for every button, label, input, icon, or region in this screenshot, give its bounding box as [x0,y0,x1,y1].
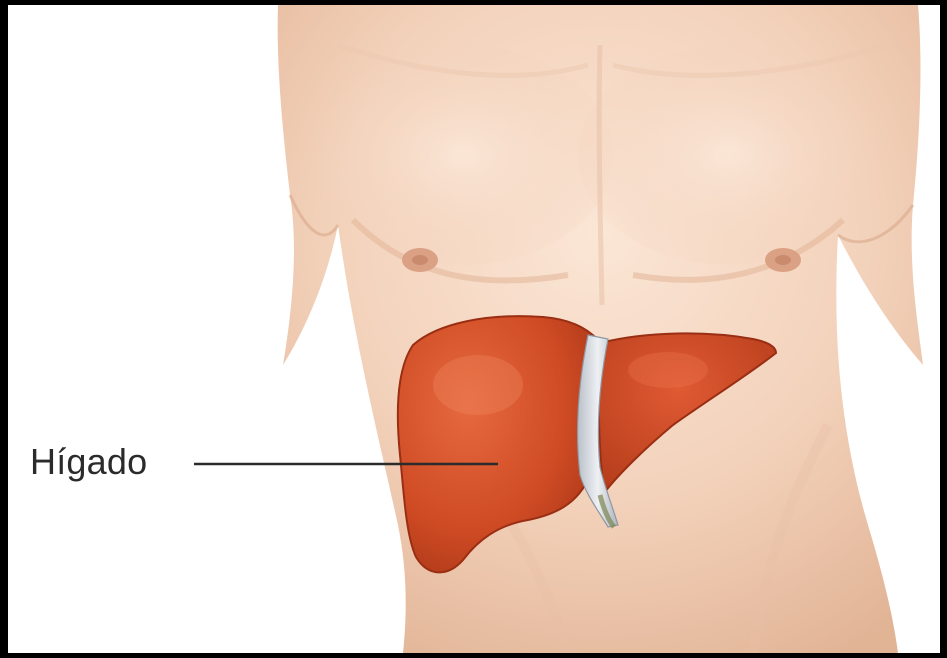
anatomy-illustration [8,5,940,653]
diagram-canvas: Hígado [8,5,940,653]
liver-label: Hígado [30,441,147,483]
